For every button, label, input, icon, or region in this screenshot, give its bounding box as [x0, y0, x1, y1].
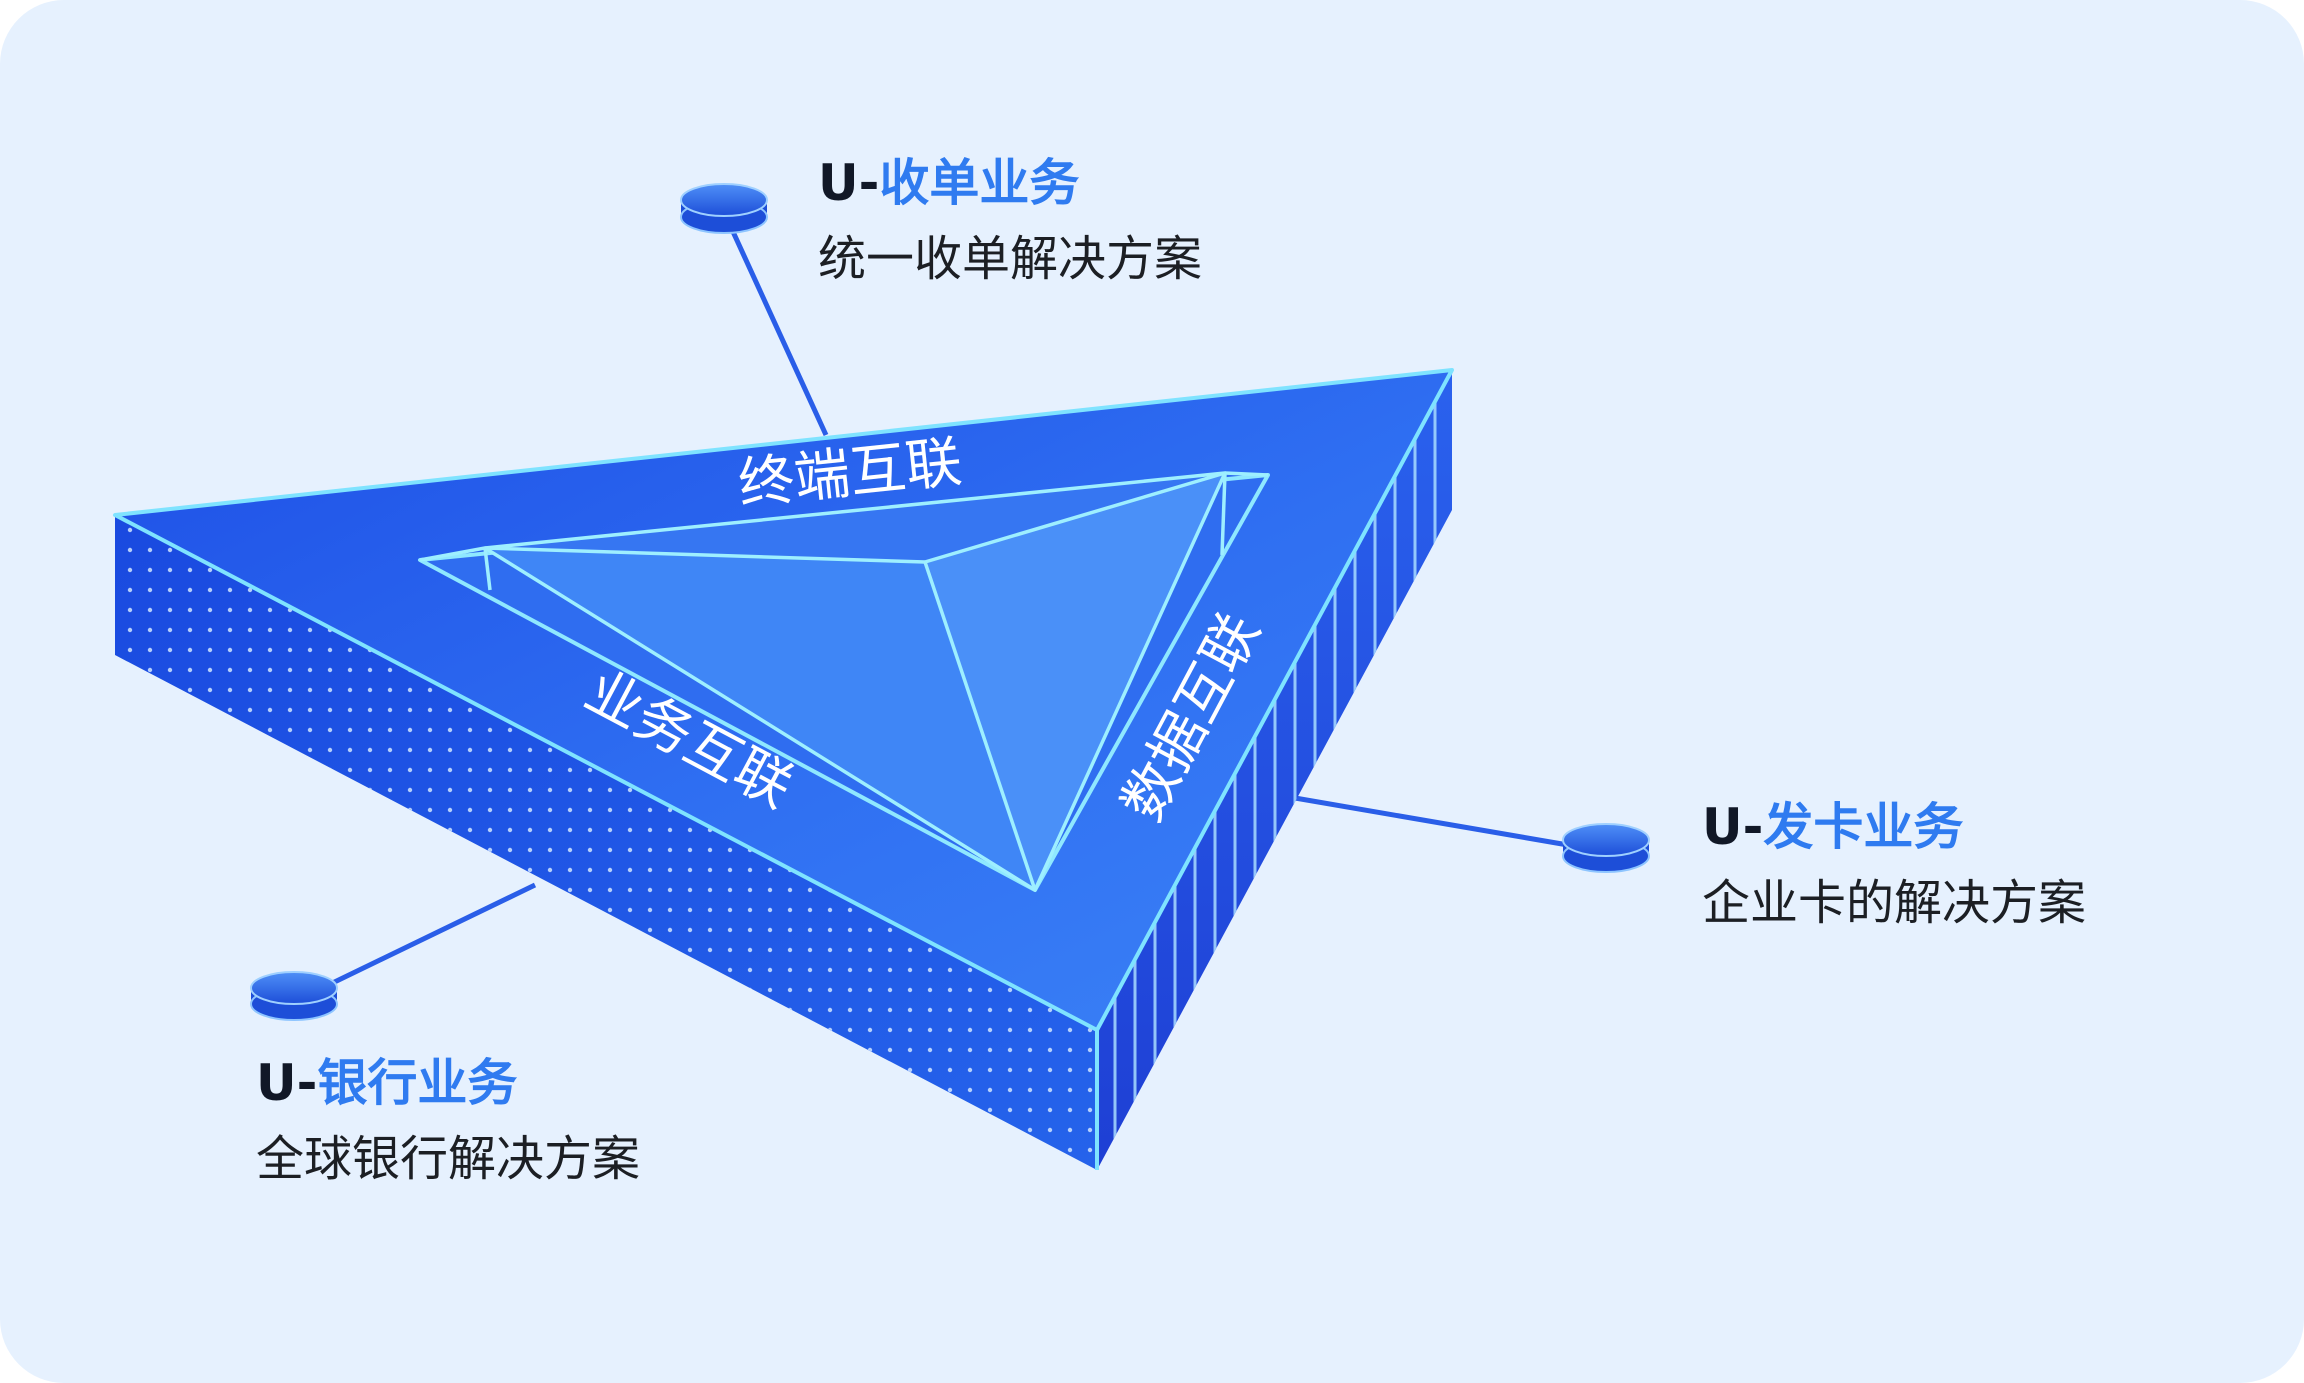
- node-title-banking: U-银行业务: [256, 1048, 640, 1118]
- node-subtitle-acquiring: 统一收单解决方案: [818, 231, 1203, 287]
- node-title-acquiring: U-收单业务: [818, 148, 1202, 218]
- node-card-issuing: U-发卡业务 企业卡的解决方案: [1702, 792, 2086, 938]
- node-name: 银行业务: [317, 1054, 518, 1112]
- node-prefix: U-: [818, 154, 880, 212]
- inner-pyramid: [418, 471, 1270, 892]
- node-disk-acquiring: [680, 183, 768, 234]
- connector-line-acquiring: [721, 210, 829, 437]
- node-name: 收单业务: [879, 154, 1080, 212]
- node-prefix: U-: [256, 1054, 318, 1112]
- connector-line-bank: [316, 882, 537, 993]
- node-name: 发卡业务: [1763, 798, 1964, 856]
- connector-line-card: [1294, 795, 1569, 848]
- node-subtitle-card-issuing: 企业卡的解决方案: [1702, 875, 2087, 931]
- node-title-card-issuing: U-发卡业务: [1702, 792, 2086, 862]
- node-disk-bank: [250, 971, 338, 1021]
- node-acquiring: U-收单业务 统一收单解决方案: [818, 148, 1202, 294]
- node-disk-card: [1562, 823, 1650, 873]
- node-subtitle-banking: 全球银行解决方案: [256, 1131, 641, 1187]
- node-banking: U-银行业务 全球银行解决方案: [256, 1048, 640, 1194]
- node-prefix: U-: [1702, 798, 1764, 856]
